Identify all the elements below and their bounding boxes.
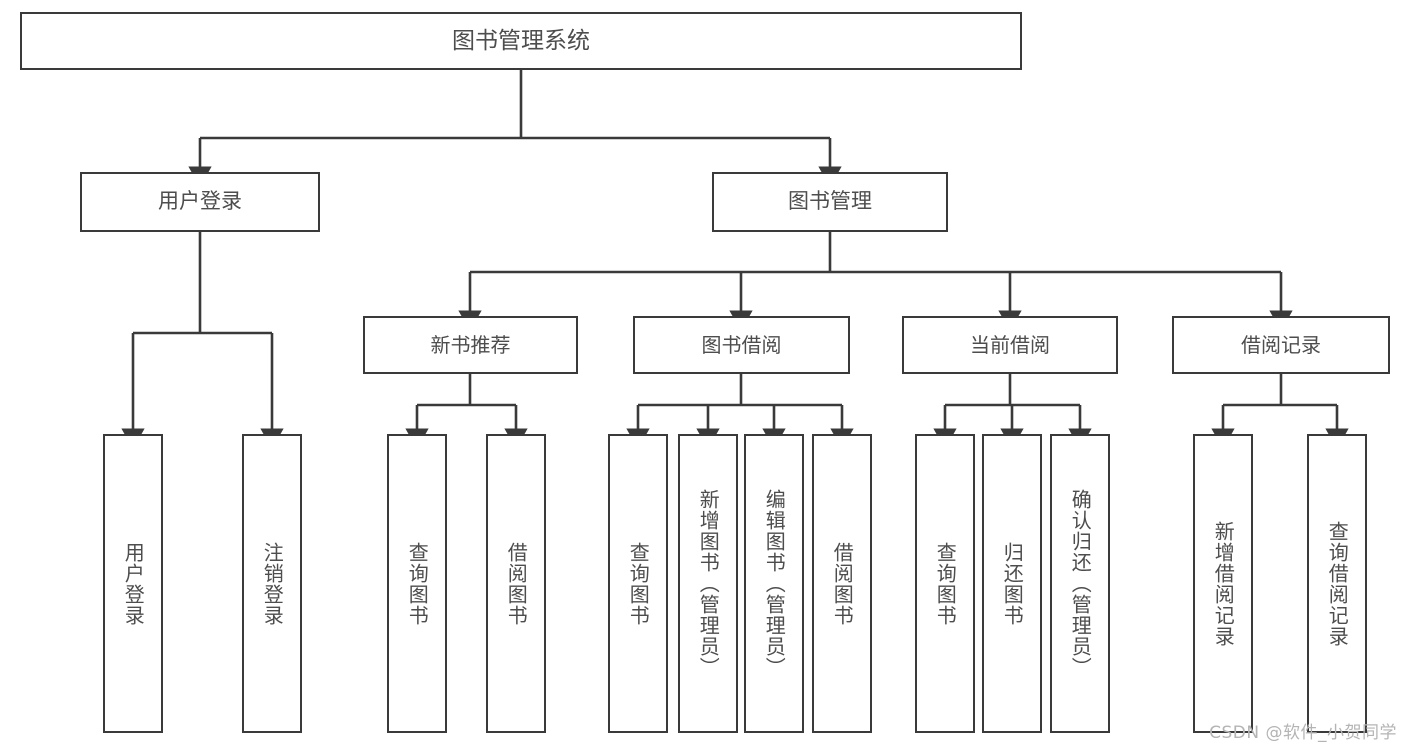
leaf-node-8[interactable]: 借阅图书 xyxy=(812,434,872,733)
leaf-node-10-label: 归还图书 xyxy=(1000,541,1025,626)
leaf-node-9-label: 查询图书 xyxy=(933,541,958,626)
level1-node-2[interactable]: 图书管理 xyxy=(712,172,948,232)
csdn-watermark: CSDN @软件_小贺同学 xyxy=(1209,723,1397,743)
leaf-node-2[interactable]: 注销登录 xyxy=(242,434,302,733)
leaf-node-11[interactable]: 确认归还（管理员） xyxy=(1050,434,1110,733)
level2-node-2-label: 图书借阅 xyxy=(701,332,782,357)
root-node-system[interactable]: 图书管理系统 xyxy=(20,12,1022,70)
leaf-node-7[interactable]: 编辑图书（管理员） xyxy=(744,434,804,733)
leaf-node-1-label: 用户登录 xyxy=(121,541,146,626)
leaf-node-1[interactable]: 用户登录 xyxy=(103,434,163,733)
leaf-node-2-label: 注销登录 xyxy=(260,541,285,626)
level2-node-4[interactable]: 借阅记录 xyxy=(1172,316,1390,374)
leaf-node-6[interactable]: 新增图书（管理员） xyxy=(678,434,738,733)
leaf-node-4-label: 借阅图书 xyxy=(504,541,529,626)
leaf-node-5[interactable]: 查询图书 xyxy=(608,434,668,733)
leaf-node-8-label: 借阅图书 xyxy=(830,541,855,626)
leaf-node-3[interactable]: 查询图书 xyxy=(387,434,447,733)
root-node-system-label: 图书管理系统 xyxy=(452,27,590,54)
level2-node-3-label: 当前借阅 xyxy=(970,332,1050,357)
leaf-node-4[interactable]: 借阅图书 xyxy=(486,434,546,733)
leaf-node-13-label: 查询借阅记录 xyxy=(1325,520,1350,647)
leaf-node-11-label: 确认归还（管理员） xyxy=(1068,489,1093,678)
leaf-node-6-label: 新增图书（管理员） xyxy=(696,489,721,678)
leaf-node-12-label: 新增借阅记录 xyxy=(1211,520,1236,647)
leaf-node-5-label: 查询图书 xyxy=(626,541,651,626)
level2-node-2[interactable]: 图书借阅 xyxy=(633,316,850,374)
leaf-node-7-label: 编辑图书（管理员） xyxy=(762,489,787,678)
leaf-node-12[interactable]: 新增借阅记录 xyxy=(1193,434,1253,733)
leaf-node-13[interactable]: 查询借阅记录 xyxy=(1307,434,1367,733)
leaf-node-9[interactable]: 查询图书 xyxy=(915,434,975,733)
leaf-node-3-label: 查询图书 xyxy=(405,541,430,626)
leaf-node-10[interactable]: 归还图书 xyxy=(982,434,1042,733)
level1-node-2-label: 图书管理 xyxy=(788,189,872,214)
edges-group xyxy=(121,70,1349,450)
level2-node-1[interactable]: 新书推荐 xyxy=(363,316,578,374)
level2-node-3[interactable]: 当前借阅 xyxy=(902,316,1118,374)
level1-node-1[interactable]: 用户登录 xyxy=(80,172,320,232)
level2-node-4-label: 借阅记录 xyxy=(1241,332,1321,357)
level1-node-1-label: 用户登录 xyxy=(158,189,242,214)
level2-node-1-label: 新书推荐 xyxy=(430,332,511,357)
